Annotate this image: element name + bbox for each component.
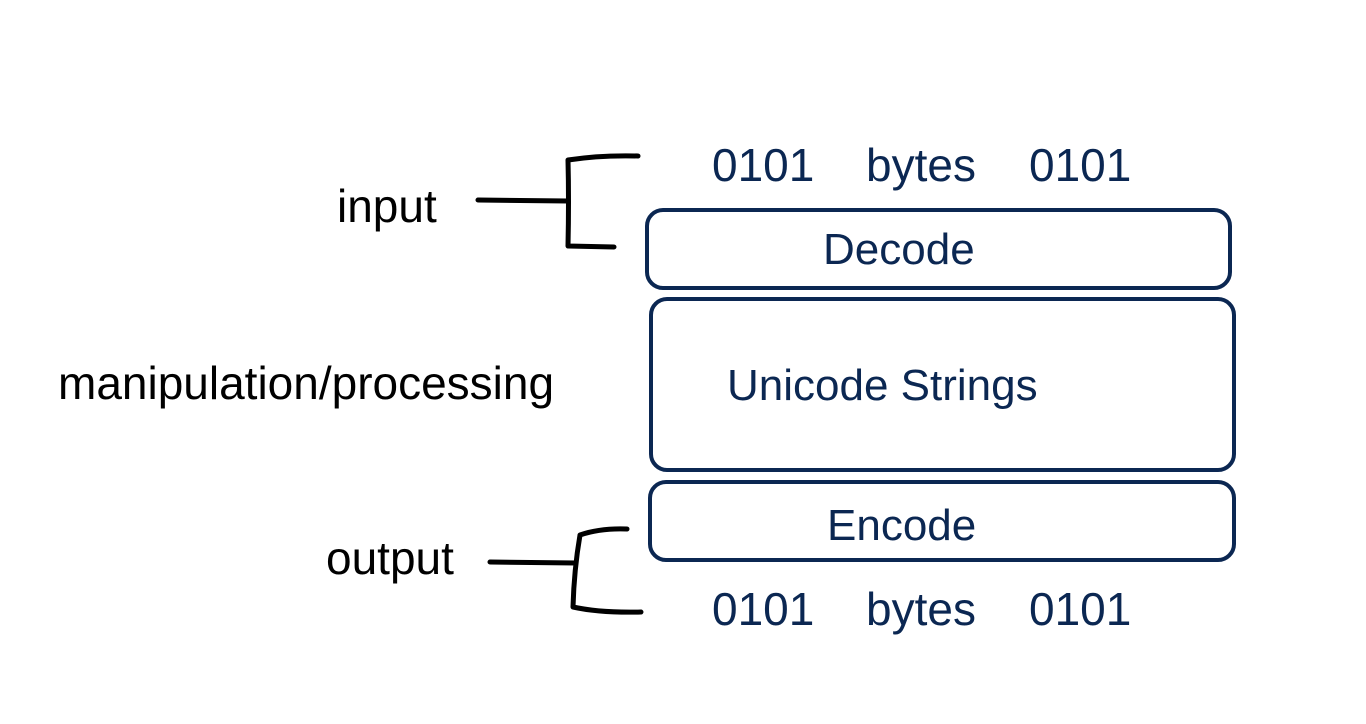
bottom-bytes-label: bytes: [866, 583, 976, 635]
unicode-strings-label: Unicode Strings: [727, 361, 1038, 410]
unicode-strings-box: Unicode Strings: [649, 297, 1236, 472]
encode-box: Encode: [648, 480, 1236, 562]
bottom-bytes-right: 0101: [1029, 583, 1132, 635]
input-label: input: [337, 180, 437, 232]
processing-label: manipulation/processing: [58, 357, 555, 409]
output-label: output: [326, 532, 454, 584]
decode-label: Decode: [823, 225, 975, 274]
top-bytes-label: bytes: [866, 139, 976, 191]
output-bracket-icon: [487, 526, 644, 615]
bottom-bytes-left: 0101: [712, 583, 815, 635]
input-bracket-icon: [475, 153, 641, 250]
decode-box: Decode: [645, 208, 1232, 290]
top-bytes-left: 0101: [712, 139, 815, 191]
top-bytes-right: 0101: [1029, 139, 1132, 191]
encode-label: Encode: [827, 501, 977, 550]
